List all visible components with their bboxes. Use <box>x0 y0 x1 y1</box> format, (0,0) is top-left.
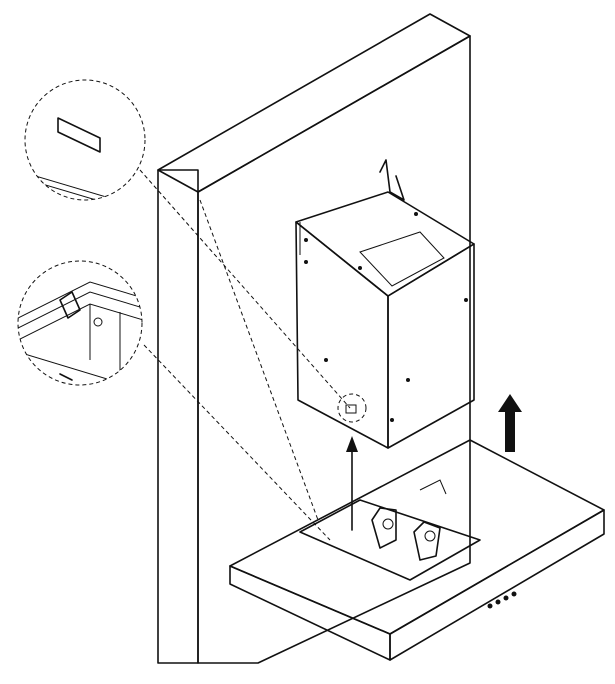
up-arrow <box>498 394 522 452</box>
control-buttons <box>487 591 517 609</box>
chimney-cover <box>295 159 475 449</box>
lift-arrow <box>346 436 358 531</box>
chimney-screw-holes <box>304 212 468 422</box>
wall-side-face <box>157 169 199 664</box>
leader-lines <box>139 169 351 541</box>
wall <box>157 13 471 664</box>
wall-top-face <box>157 13 471 193</box>
wall-front-face <box>197 35 471 664</box>
range-hood <box>229 439 605 661</box>
detail-hood-tab <box>17 260 143 386</box>
detail-bracket-slot <box>24 79 146 201</box>
